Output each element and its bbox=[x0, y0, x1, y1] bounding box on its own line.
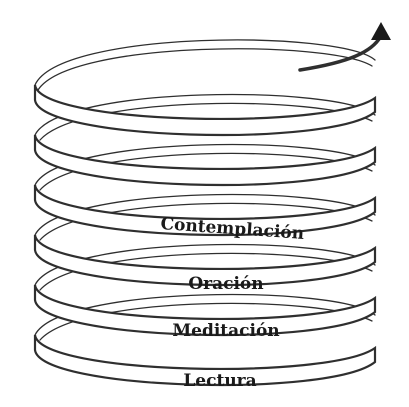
arrow-head-icon bbox=[371, 22, 391, 40]
ring-label-lectura: Lectura bbox=[183, 371, 256, 391]
coil-back-1 bbox=[35, 40, 375, 85]
coil-front-2 bbox=[35, 135, 375, 185]
ring-label-oracion: Oración bbox=[188, 274, 263, 294]
coil-front-1 bbox=[35, 85, 375, 135]
ring-label-meditacion: Meditación bbox=[172, 321, 279, 341]
